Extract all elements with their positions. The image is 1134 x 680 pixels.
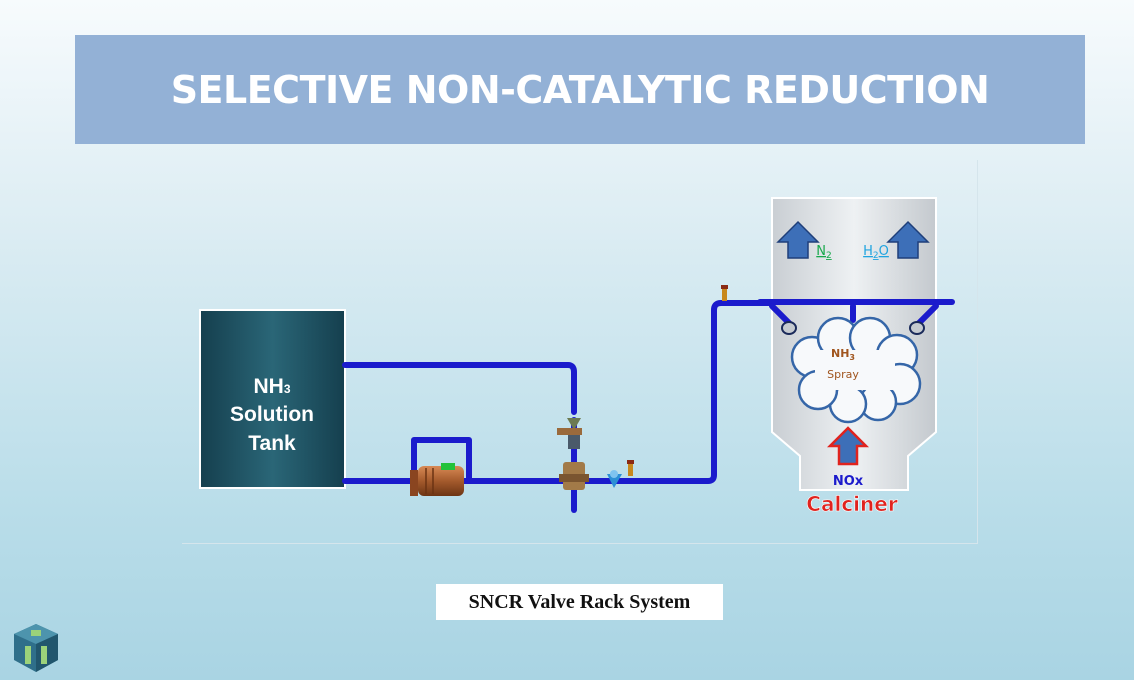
tank-label-line3: Tank [248, 432, 296, 455]
up-arrow-icon [776, 220, 930, 259]
valve-icon [557, 418, 589, 490]
pump-icon [410, 463, 464, 496]
tank-label-line2: Solution [230, 403, 314, 426]
title-banner: SELECTIVE NON-CATALYTIC REDUCTION [75, 35, 1085, 144]
h2o-label: H2O [863, 244, 889, 261]
logo-icon [14, 624, 58, 672]
spray-cloud [790, 316, 922, 424]
pipe-network [342, 299, 955, 513]
diagram-caption: SNCR Valve Rack System [468, 590, 691, 613]
nox-arrow-icon [826, 426, 870, 466]
n2-label: N2 [816, 244, 831, 261]
spray-label-spray: Spray [827, 368, 859, 381]
page-title: SELECTIVE NON-CATALYTIC REDUCTION [170, 67, 990, 112]
flow-meter-icon [607, 470, 622, 488]
pressure-gauge-icon [627, 285, 728, 476]
spray-nozzles [781, 321, 925, 335]
calciner-label: Calciner [806, 492, 898, 516]
nox-label: NOx [833, 474, 864, 489]
diagram-panel [182, 160, 978, 544]
solution-tank: NH3 Solution Tank [199, 309, 346, 489]
caption-box: SNCR Valve Rack System [436, 584, 723, 620]
spray-label-nh3: NH3 [831, 347, 855, 362]
tank-label-line1: NH3 [253, 375, 290, 398]
